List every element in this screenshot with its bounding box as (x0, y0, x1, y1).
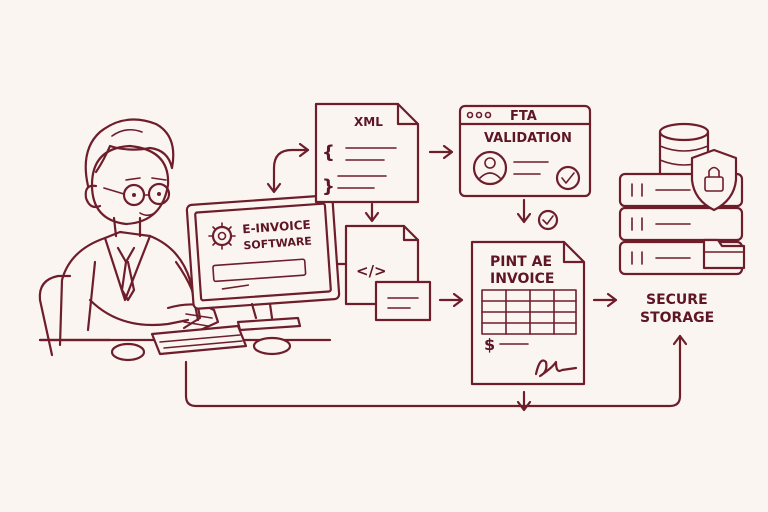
xml-brace-close: } (322, 176, 335, 197)
software-label-line2: SOFTWARE (243, 235, 312, 253)
fta-label-line2: VALIDATION (484, 131, 572, 146)
invoice-icon (470, 240, 586, 386)
flow-arrows (184, 142, 688, 412)
mouse-icon (110, 342, 146, 362)
software-label-line1: E-INVOICE (242, 218, 311, 237)
xml-document-icon (314, 102, 420, 204)
user-avatar-icon (472, 150, 549, 186)
fta-label-line1: FTA (510, 109, 537, 124)
validation-check-icon (537, 209, 559, 231)
signature-icon (534, 359, 578, 378)
checkmark-icon (555, 165, 581, 191)
keyboard-icon (150, 324, 248, 356)
folder-icon (702, 238, 746, 270)
storage-label-line1: SECURE (646, 292, 708, 308)
computer-monitor-icon (185, 194, 341, 332)
code-symbol: </> (356, 262, 387, 280)
gear-icon (208, 222, 236, 250)
dollar-symbol: $ (484, 335, 495, 354)
xml-brace-open: { (322, 142, 335, 163)
code-document-icon (344, 224, 432, 322)
mouse-icon-2 (252, 336, 292, 356)
xml-label: XML (354, 115, 383, 129)
storage-label-line2: STORAGE (640, 310, 714, 326)
pint-label-line1: PINT AE (490, 254, 552, 270)
shield-lock-icon (690, 148, 738, 212)
pint-label-line2: INVOICE (490, 271, 554, 287)
